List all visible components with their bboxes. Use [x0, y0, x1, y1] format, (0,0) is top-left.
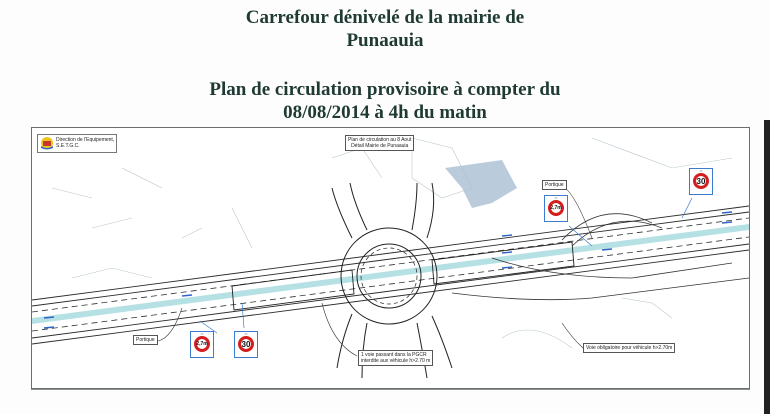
portique-label-left: Portique: [133, 335, 158, 345]
speed-limit-sign-left: ▭ 30: [234, 331, 258, 358]
title-line-1: Carrefour dénivelé de la mairie de: [245, 7, 525, 28]
document-subtitle: Plan de circulation provisoire à compter…: [0, 78, 770, 124]
height-limit-sign-left: ▭ 2,7m: [190, 331, 214, 358]
portique-label-right: Portique: [542, 180, 567, 190]
equipment-logo-icon: [41, 137, 53, 150]
road-map-drawing: [32, 137, 749, 379]
logo-line-2: S.E.T.G.C.: [56, 143, 80, 149]
subtitle-line-1: Plan de circulation provisoire à compter…: [209, 79, 561, 100]
logo-line-1: Direction de l'Equipement,: [56, 137, 115, 143]
height-limit-value: 2,7m: [194, 336, 210, 352]
bypass-lane-note: Voie obligatoire pour véhicule h>2.70m: [583, 343, 676, 353]
setgc-logo-box: Direction de l'Equipement, S.E.T.G.C.: [37, 134, 117, 153]
speed-limit-sign-right: ▭ 30: [689, 168, 713, 195]
subtitle-line-2: 08/08/2014 à 4h du matin: [283, 102, 487, 123]
document-title: Carrefour dénivelé de la mairie de Punaa…: [0, 6, 770, 52]
lane-note-line-2: interdite aux véhicule h>2.70 m: [361, 358, 431, 364]
lane-restriction-note: 1 voie passant dans la PGCR interdite au…: [358, 350, 434, 366]
lane-note-line-1: 1 voie passant dans la PGCR: [361, 352, 427, 358]
plan-header-line-1: Plan de circulation au 8 Aout: [348, 137, 412, 143]
title-line-2: Punaauia: [346, 30, 424, 51]
scan-edge: [764, 120, 770, 414]
height-limit-sign-right: ▭ 2,7m: [544, 195, 568, 222]
plan-header-box: Plan de circulation au 8 Aout Détail Mai…: [345, 135, 415, 151]
traffic-plan-drawing: Direction de l'Equipement, S.E.T.G.C. Pl…: [31, 127, 750, 389]
speed-limit-value: 30: [238, 336, 254, 352]
speed-limit-value: 30: [693, 173, 709, 189]
plan-header-line-2: Détail Mairie de Punaauia: [351, 143, 409, 149]
height-limit-value: 2,7m: [548, 200, 564, 216]
